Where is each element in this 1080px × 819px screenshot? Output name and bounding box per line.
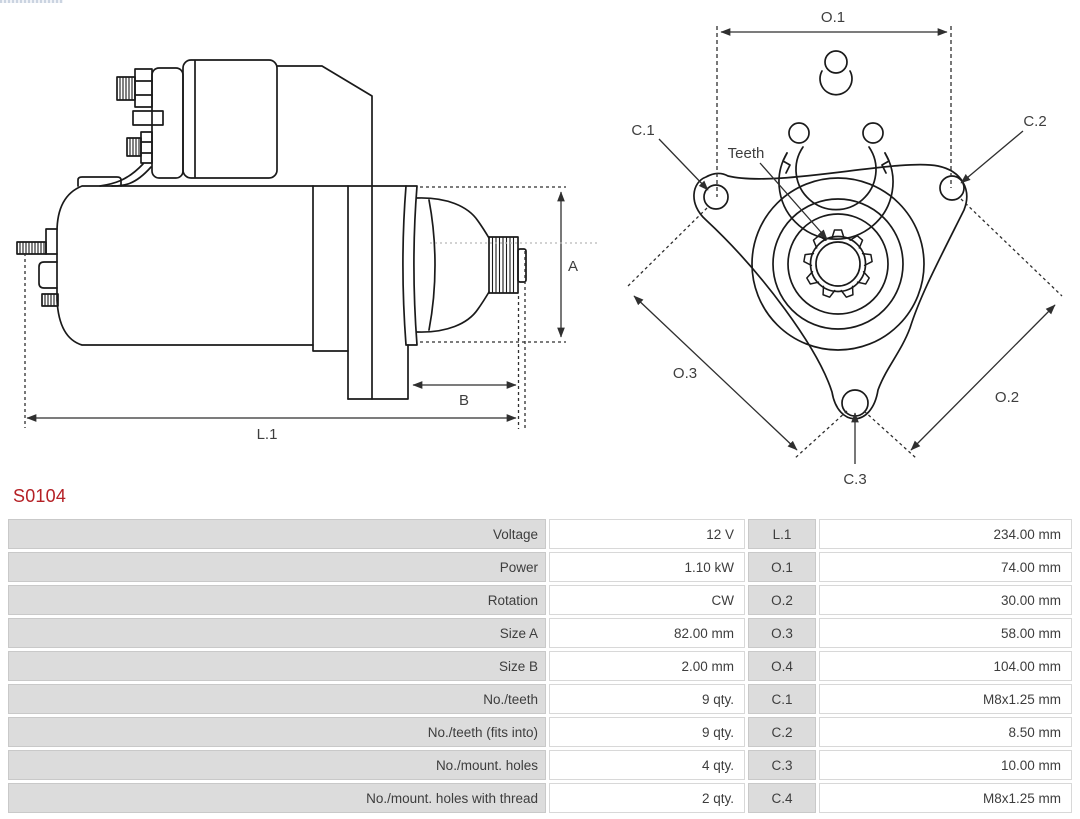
cropped-watermark-artifact	[0, 0, 63, 3]
spec-value: 4 qty.	[549, 750, 745, 780]
spec-value: CW	[549, 585, 745, 615]
spec-value: 9 qty.	[549, 684, 745, 714]
gear-teeth	[803, 229, 873, 298]
dim-code: O.2	[748, 585, 816, 615]
arch-collar	[819, 70, 853, 96]
dim-value: 104.00 mm	[819, 651, 1072, 681]
dim-label-O3: O.3	[673, 365, 697, 382]
dim-line-O2	[910, 304, 1056, 451]
drive-end-bell	[416, 197, 490, 239]
spec-label: Power	[8, 552, 546, 582]
dim-line-O3	[633, 295, 798, 451]
front-view-dimensions	[625, 26, 1063, 464]
wire	[99, 163, 144, 187]
dim-label-A: A	[568, 258, 578, 275]
arch-left-hole	[788, 122, 810, 144]
dim-value: 234.00 mm	[819, 519, 1072, 549]
solenoid-body	[182, 59, 278, 179]
terminal-bar	[132, 110, 164, 126]
spec-value: 9 qty.	[549, 717, 745, 747]
arch-outer	[778, 152, 894, 240]
dim-label-L1: L.1	[257, 426, 278, 443]
spec-label: No./mount. holes with thread	[8, 783, 546, 813]
dim-code: C.2	[748, 717, 816, 747]
spec-value: 1.10 kW	[549, 552, 745, 582]
arch-top-hole	[824, 50, 848, 74]
dim-value: M8x1.25 mm	[819, 783, 1072, 813]
mount-hole-c1	[703, 184, 729, 210]
dim-label-C2: C.2	[1023, 113, 1046, 130]
dim-code: C.1	[748, 684, 816, 714]
dim-code: L.1	[748, 519, 816, 549]
dim-value: 10.00 mm	[819, 750, 1072, 780]
spec-label: Size B	[8, 651, 546, 681]
leader-c2	[960, 130, 1024, 184]
spec-value: 2.00 mm	[549, 651, 745, 681]
dim-code: O.1	[748, 552, 816, 582]
wire	[111, 166, 152, 187]
dim-value: 8.50 mm	[819, 717, 1072, 747]
leader-teeth	[759, 162, 828, 240]
spec-value: 82.00 mm	[549, 618, 745, 648]
dim-label-B: B	[459, 392, 469, 409]
terminal-nut-lower	[140, 131, 153, 164]
arch-inner	[795, 146, 877, 211]
technical-diagrams: A B L.1	[16, 9, 1063, 488]
side-view-drawing	[16, 59, 527, 400]
dim-value: 74.00 mm	[819, 552, 1072, 582]
dim-label-O1: O.1	[821, 9, 845, 26]
drive-end-bell	[416, 291, 490, 333]
housing-top-cap	[77, 176, 122, 187]
flange-outline	[693, 163, 968, 420]
dim-value: 58.00 mm	[819, 618, 1072, 648]
dim-code: C.4	[748, 783, 816, 813]
shaft-end-cap	[517, 248, 527, 283]
dim-code: O.4	[748, 651, 816, 681]
dim-value: 30.00 mm	[819, 585, 1072, 615]
dim-code: C.3	[748, 750, 816, 780]
part-number: S0104	[13, 486, 67, 506]
arch-right-hole	[862, 122, 884, 144]
spec-value: 2 qty.	[549, 783, 745, 813]
drive-end-plate	[402, 185, 418, 346]
spec-label: No./teeth	[8, 684, 546, 714]
spec-table: Voltage 12 V L.1 234.00 mm Power 1.10 kW…	[8, 519, 1072, 813]
spec-label: Voltage	[8, 519, 546, 549]
terminal-nut-upper	[134, 68, 153, 108]
leader-c1	[658, 138, 709, 191]
front-view-drawing	[693, 50, 968, 420]
spec-value: 12 V	[549, 519, 745, 549]
spec-label: Rotation	[8, 585, 546, 615]
solenoid-end-cap	[151, 67, 184, 179]
dim-code: O.3	[748, 618, 816, 648]
teeth-label: Teeth	[728, 145, 765, 162]
shaft-bore	[815, 241, 861, 287]
gear-ring	[809, 235, 867, 293]
left-boss	[45, 228, 58, 255]
dim-label-C3: C.3	[843, 471, 866, 488]
dim-label-O2: O.2	[995, 389, 1019, 406]
spec-label: No./teeth (fits into)	[8, 717, 546, 747]
bracket	[276, 65, 373, 400]
dim-value: M8x1.25 mm	[819, 684, 1072, 714]
spec-label: No./mount. holes	[8, 750, 546, 780]
left-plug	[38, 261, 58, 289]
spec-label: Size A	[8, 618, 546, 648]
left-stud-small	[41, 293, 59, 307]
motor-housing	[56, 185, 314, 346]
side-view-dimensions	[24, 186, 597, 429]
dim-label-C1: C.1	[631, 122, 654, 139]
mount-hole-c2	[939, 175, 965, 201]
